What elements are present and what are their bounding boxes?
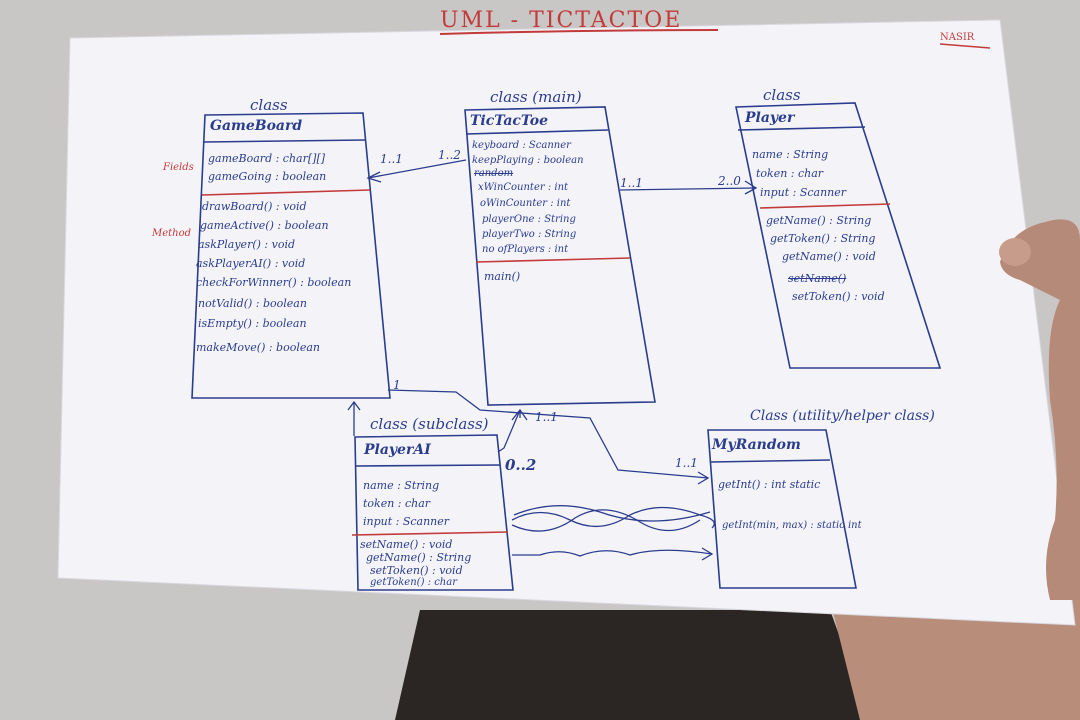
shirt bbox=[395, 610, 870, 720]
association-lines bbox=[347, 159, 758, 561]
tictactoe-class-box bbox=[464, 106, 656, 406]
fingernail bbox=[999, 238, 1031, 266]
playerai-class-box bbox=[351, 434, 514, 591]
gameboard-class-box bbox=[191, 112, 391, 399]
title-underline bbox=[439, 29, 719, 35]
author-underline bbox=[939, 43, 991, 49]
myrandom-class-box bbox=[707, 429, 857, 589]
paper-sheet bbox=[57, 19, 1076, 626]
hand bbox=[1000, 219, 1080, 601]
player-class-box bbox=[735, 102, 942, 369]
